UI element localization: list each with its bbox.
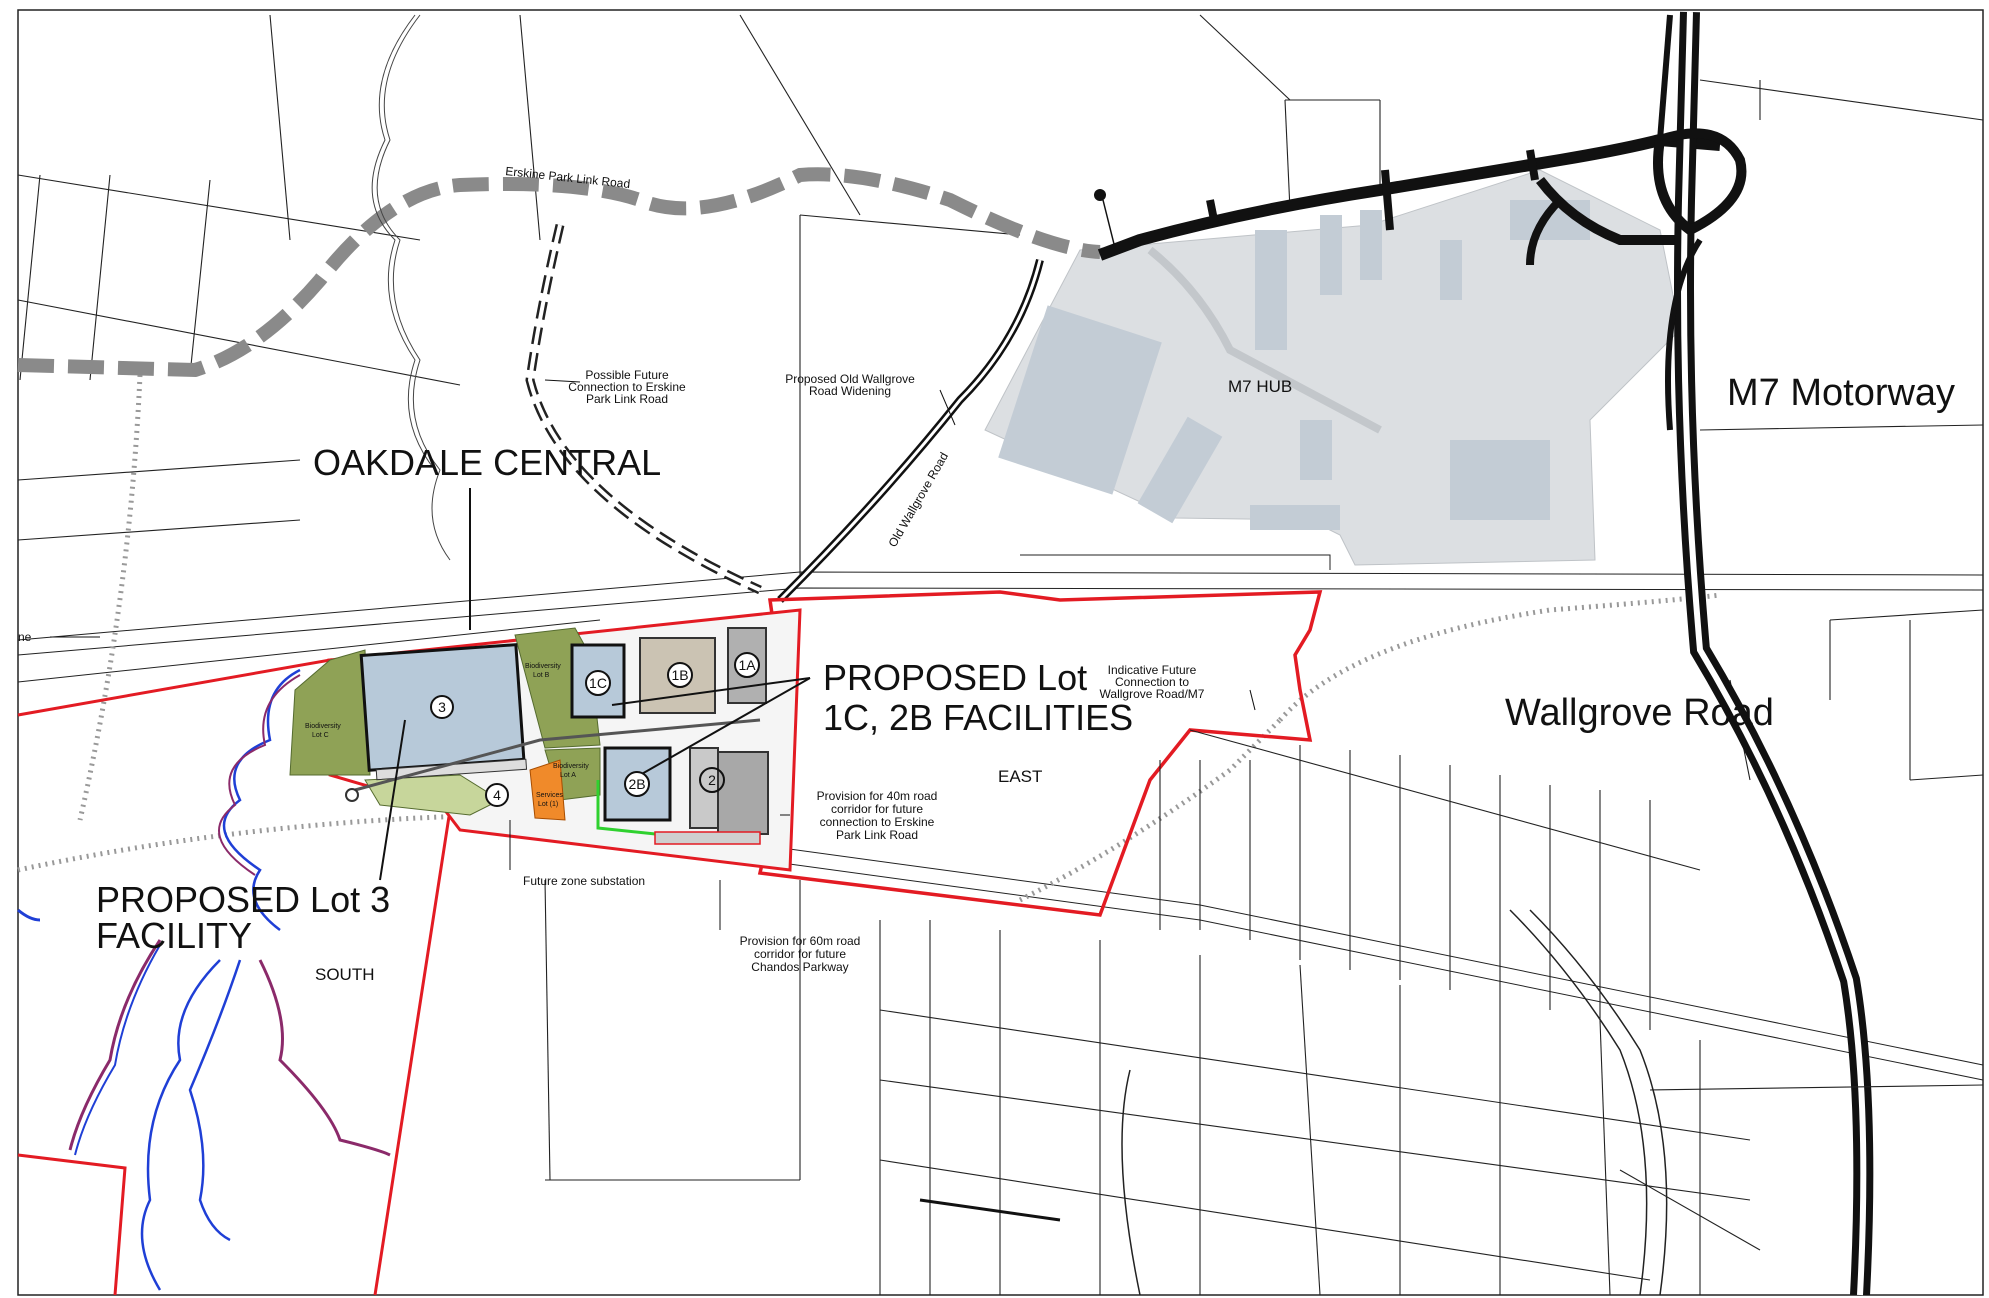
m7-motorway-label: M7 Motorway [1727,372,1955,414]
old-wallgrove-widening-line-2: Road Widening [809,384,891,398]
future-erskine-line-1: Possible Future [585,368,669,382]
east-precinct-boundary [757,590,1323,917]
corridor40-line-2: corridor for future [831,802,923,816]
dotted-future-roads [17,374,1721,903]
leader-lines [50,379,1256,930]
lot-1c-number: 1C [589,675,607,691]
small-area-labels: Biodiversity Lot C Biodiversity Lot B Bi… [305,663,589,808]
biodiversity-c-label-1: Biodiversity [305,723,341,730]
lot-2b-number: 2B [628,776,645,792]
indicative-line-3: Wallgrove Road/M7 [1100,687,1205,701]
future-zone-substation-label: Future zone substation [523,874,645,888]
biodiversity-a-label-2: Lot A [560,772,576,779]
services-label-2: Lot (1) [538,801,558,808]
proposed-lot-3-label-line-2: FACILITY [96,915,252,956]
proposed-lot-1c-2b-label-line-1: PROPOSED Lot [823,657,1087,698]
biodiversity-b-label-1: Biodiversity [525,663,561,670]
biodiversity-a-label-1: Biodiversity [553,763,589,770]
old-wallgrove-road-label: Old Wallgrove Road [885,450,951,550]
proposed-lot-3-label-line-1: PROPOSED Lot 3 [96,879,390,920]
erskine-park-link-road-line [17,167,1101,378]
building-lot-2b [603,746,672,822]
corridor40-line-1: Provision for 40m road [817,789,938,803]
edge-label-fragment: ne [18,630,32,644]
south-label: SOUTH [315,965,375,984]
creek-north [376,14,451,561]
biodiversity-b-label-2: Lot B [533,672,550,679]
m7-hub-label: M7 HUB [1228,377,1292,396]
site-plan-cluster [289,608,802,872]
callout-future-erskine: Possible Future Connection to Erskine Pa… [568,368,686,406]
indicative-line-1: Indicative Future [1108,663,1197,677]
indicative-line-2: Connection to [1115,675,1189,689]
lot-4-area [364,774,502,816]
proposed-lot-1c-2b-label-line-2: 1C, 2B FACILITIES [823,697,1133,738]
lot-1b-number: 1B [671,667,688,683]
lot-3-number: 3 [438,699,446,715]
east-label: EAST [998,767,1042,786]
biodiversity-c-label-2: Lot C [312,732,329,739]
m7-motorway [1653,11,1874,1296]
waterways [17,668,391,1291]
chandos-parkway-corridor [654,831,761,845]
callout-indicative-future: Indicative Future Connection to Wallgrov… [1100,663,1205,701]
services-label-1: Services [536,792,563,799]
callout-60m-corridor: Provision for 60m road corridor for futu… [740,934,861,974]
corridor60-line-1: Provision for 60m road [740,934,861,948]
old-wallgrove-road [777,259,1044,603]
future-erskine-line-3: Park Link Road [586,392,668,406]
callout-40m-corridor: Provision for 40m road corridor for futu… [817,789,938,842]
south-west-boundary [17,1153,127,1296]
hub-access-road [1094,133,1721,266]
south-east-parcels [544,729,1984,1296]
lot-2a-number: 2 [708,772,716,788]
corridor60-line-3: Chandos Parkway [751,960,848,974]
old-wallgrove-widening-line-1: Proposed Old Wallgrove [785,372,915,386]
future-erskine-line-2: Connection to Erskine [568,380,686,394]
m7-hub-area [984,169,1681,566]
corridor40-line-3: connection to Erskine [820,815,935,829]
lot-4-number: 4 [493,787,501,803]
oakdale-central-label: OAKDALE CENTRAL [313,442,661,483]
biodiversity-lot-c [289,649,371,776]
lot-1a-number: 1A [738,657,756,673]
lot-markers: 3 4 1C 1B 1A 2B 2 [430,652,760,807]
future-erskine-connection [525,223,762,595]
services-lot [529,759,566,821]
corridor40-line-4: Park Link Road [836,828,918,842]
building-lot-2a [717,751,769,835]
callout-old-wallgrove-widening: Proposed Old Wallgrove Road Widening [785,372,915,398]
north-parcels [17,14,1984,781]
corridor60-line-2: corridor for future [754,947,846,961]
wallgrove-road-label: Wallgrove Road [1505,692,1774,734]
